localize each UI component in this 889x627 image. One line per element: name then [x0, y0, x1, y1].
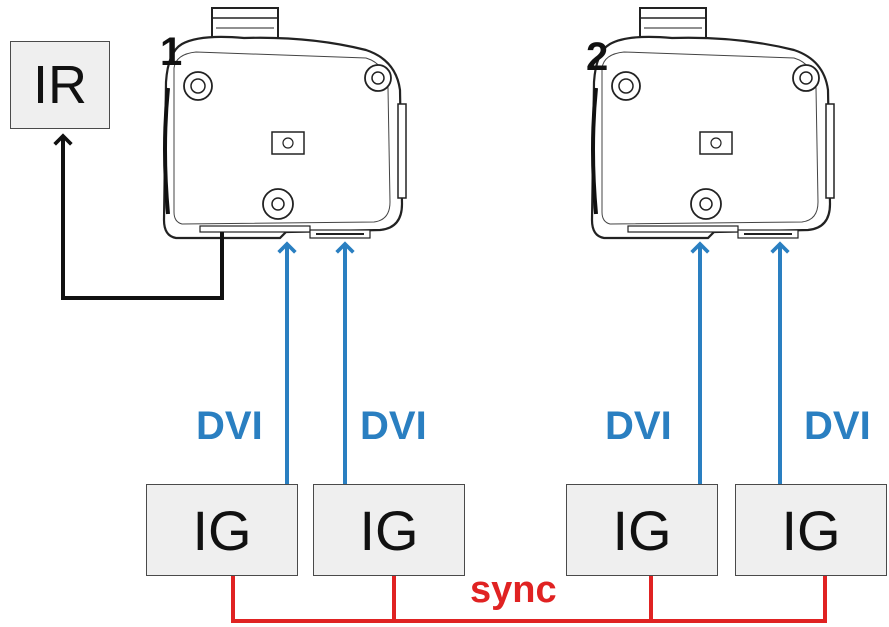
sync-label: sync — [470, 569, 557, 611]
ir-connection-line — [53, 133, 224, 300]
ig-box-1: IG — [146, 484, 298, 576]
dvi-label-4: DVI — [804, 404, 871, 448]
ig-box-2: IG — [313, 484, 465, 576]
sync-line — [231, 576, 827, 623]
dvi-label-1: DVI — [196, 404, 263, 448]
ig-box-4: IG — [735, 484, 887, 576]
ig-box-3: IG — [566, 484, 718, 576]
projector-icon — [162, 6, 408, 240]
ir-box: IR — [10, 41, 110, 129]
dvi-label-2: DVI — [360, 404, 427, 448]
dvi-label-3: DVI — [605, 404, 672, 448]
projector-number-1: 1 — [160, 30, 183, 74]
projector-number-2: 2 — [586, 35, 609, 79]
projector-icon — [590, 6, 836, 240]
